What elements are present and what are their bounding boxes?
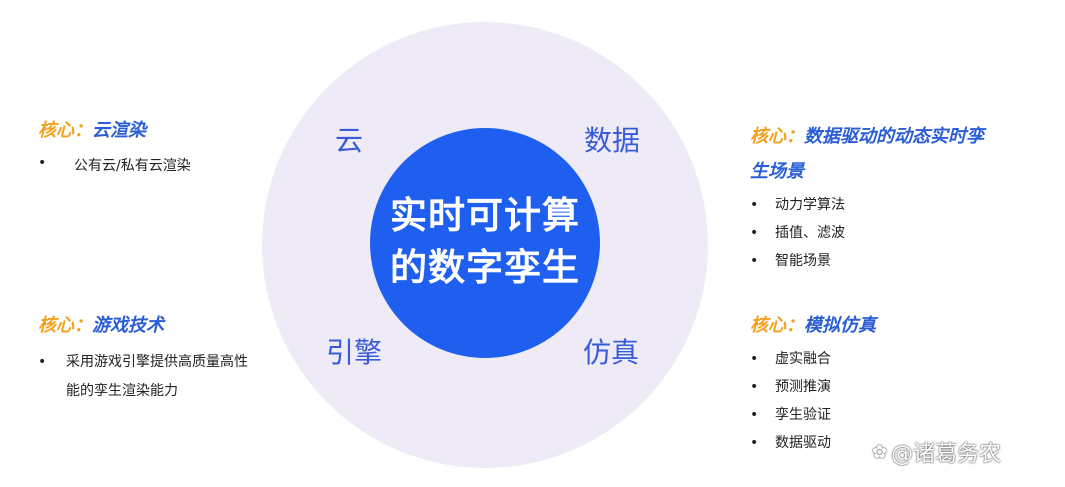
left-top-tag: 核心： (38, 120, 92, 141)
watermark: ✿ @诸葛务农 (872, 436, 1001, 468)
list-item: •采用游戏引擎提供高质量高性能的孪生渲染能力 (38, 354, 248, 399)
right-top-topic-line2: 生场景 (750, 161, 804, 182)
right-top-list: •动力学算法 •插值、滤波 •智能场景 (750, 191, 845, 275)
left-bottom-list: •采用游戏引擎提供高质量高性能的孪生渲染能力 (38, 348, 288, 406)
list-item: •虚实融合 (750, 351, 831, 367)
left-bottom-heading: 核心：游戏技术 (38, 314, 164, 338)
list-item: •动力学算法 (750, 197, 845, 213)
left-top-topic: 云渲染 (92, 120, 146, 141)
center-title-line1: 实时可计算 (390, 194, 580, 237)
list-item: •智能场景 (750, 253, 831, 269)
list-item: •孪生验证 (750, 407, 831, 423)
watermark-text: @诸葛务农 (891, 442, 1002, 467)
paw-icon: ✿ (872, 441, 888, 463)
quadrant-cloud: 云 (335, 124, 364, 157)
quadrant-engine: 引擎 (326, 336, 383, 369)
quadrant-data: 数据 (584, 124, 641, 157)
right-bottom-topic: 模拟仿真 (804, 315, 876, 336)
right-bottom-list: •虚实融合 •预测推演 •孪生验证 •数据驱动 (750, 345, 831, 457)
left-bottom-topic: 游戏技术 (92, 315, 164, 336)
right-top-topic-line1: 数据驱动的动态实时孪 (804, 126, 984, 147)
list-item: •数据驱动 (750, 435, 831, 451)
inner-circle (370, 128, 600, 358)
list-item: •预测推演 (750, 379, 831, 395)
list-item: •插值、滤波 (750, 225, 845, 241)
right-top-heading: 核心：数据驱动的动态实时孪 生场景 (750, 119, 984, 189)
left-top-list: •公有云/私有云渲染 (38, 155, 191, 175)
left-bottom-tag: 核心： (38, 315, 92, 336)
list-item: •公有云/私有云渲染 (38, 155, 191, 174)
center-title-line2: 的数字孪生 (390, 246, 580, 289)
quadrant-simulation: 仿真 (583, 336, 640, 369)
left-top-heading: 核心：云渲染 (38, 119, 146, 143)
right-top-tag: 核心： (750, 126, 804, 147)
right-bottom-heading: 核心：模拟仿真 (750, 314, 876, 338)
center-title: 实时可计算 的数字孪生 (370, 190, 600, 294)
right-bottom-tag: 核心： (750, 315, 804, 336)
